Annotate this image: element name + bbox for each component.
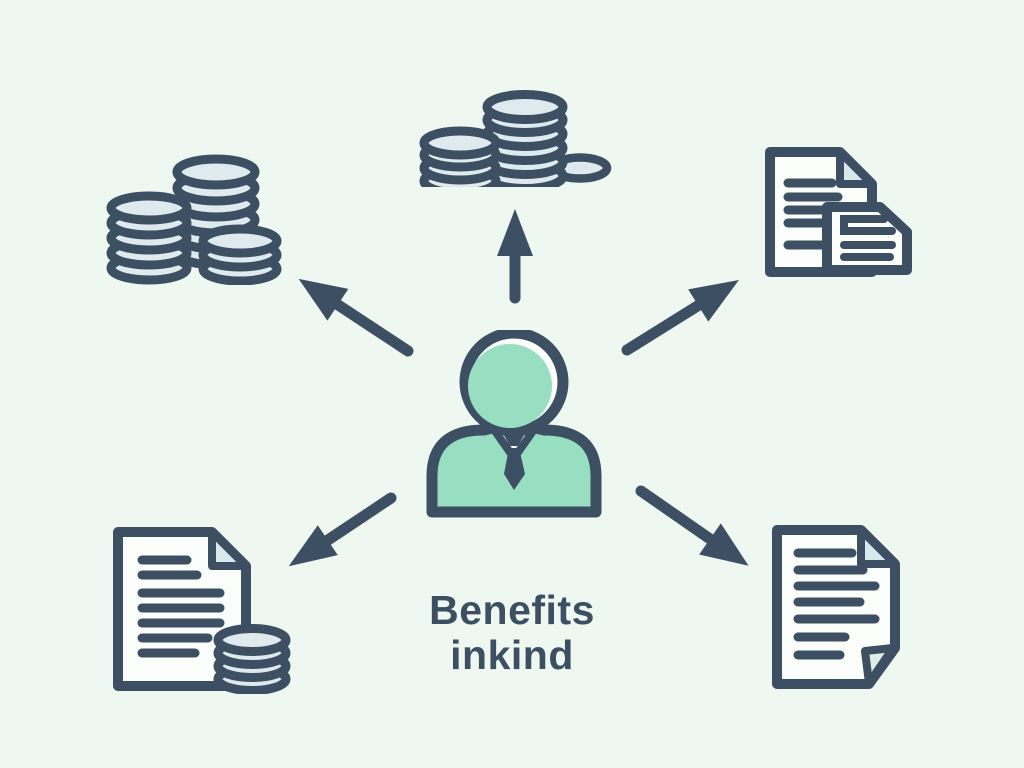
title-line-1: Benefits (429, 587, 595, 633)
coin-stack (106, 191, 192, 285)
document (772, 525, 900, 689)
coin-stacks-icon (106, 154, 282, 285)
document-icon (772, 525, 900, 689)
person-body (426, 420, 602, 518)
arrow-up-left (298, 278, 414, 357)
documents-icon (765, 147, 912, 277)
arrow-up-right (621, 280, 739, 356)
diagram-title: Benefits inkind (0, 588, 1024, 678)
title-line-2: inkind (450, 632, 574, 678)
coin-stack (419, 126, 501, 187)
document (822, 202, 912, 275)
document (113, 527, 251, 691)
arrow-down-left (288, 492, 397, 567)
coin-stacks-icon (419, 90, 612, 187)
arrow-up (497, 209, 533, 304)
coin-stack (213, 624, 291, 694)
document-with-coins-icon (113, 527, 291, 694)
arrow-down-right (635, 485, 749, 566)
tie-tail (504, 448, 525, 490)
person-icon (426, 330, 602, 518)
person-head (459, 330, 569, 437)
coin-stack (198, 224, 282, 285)
